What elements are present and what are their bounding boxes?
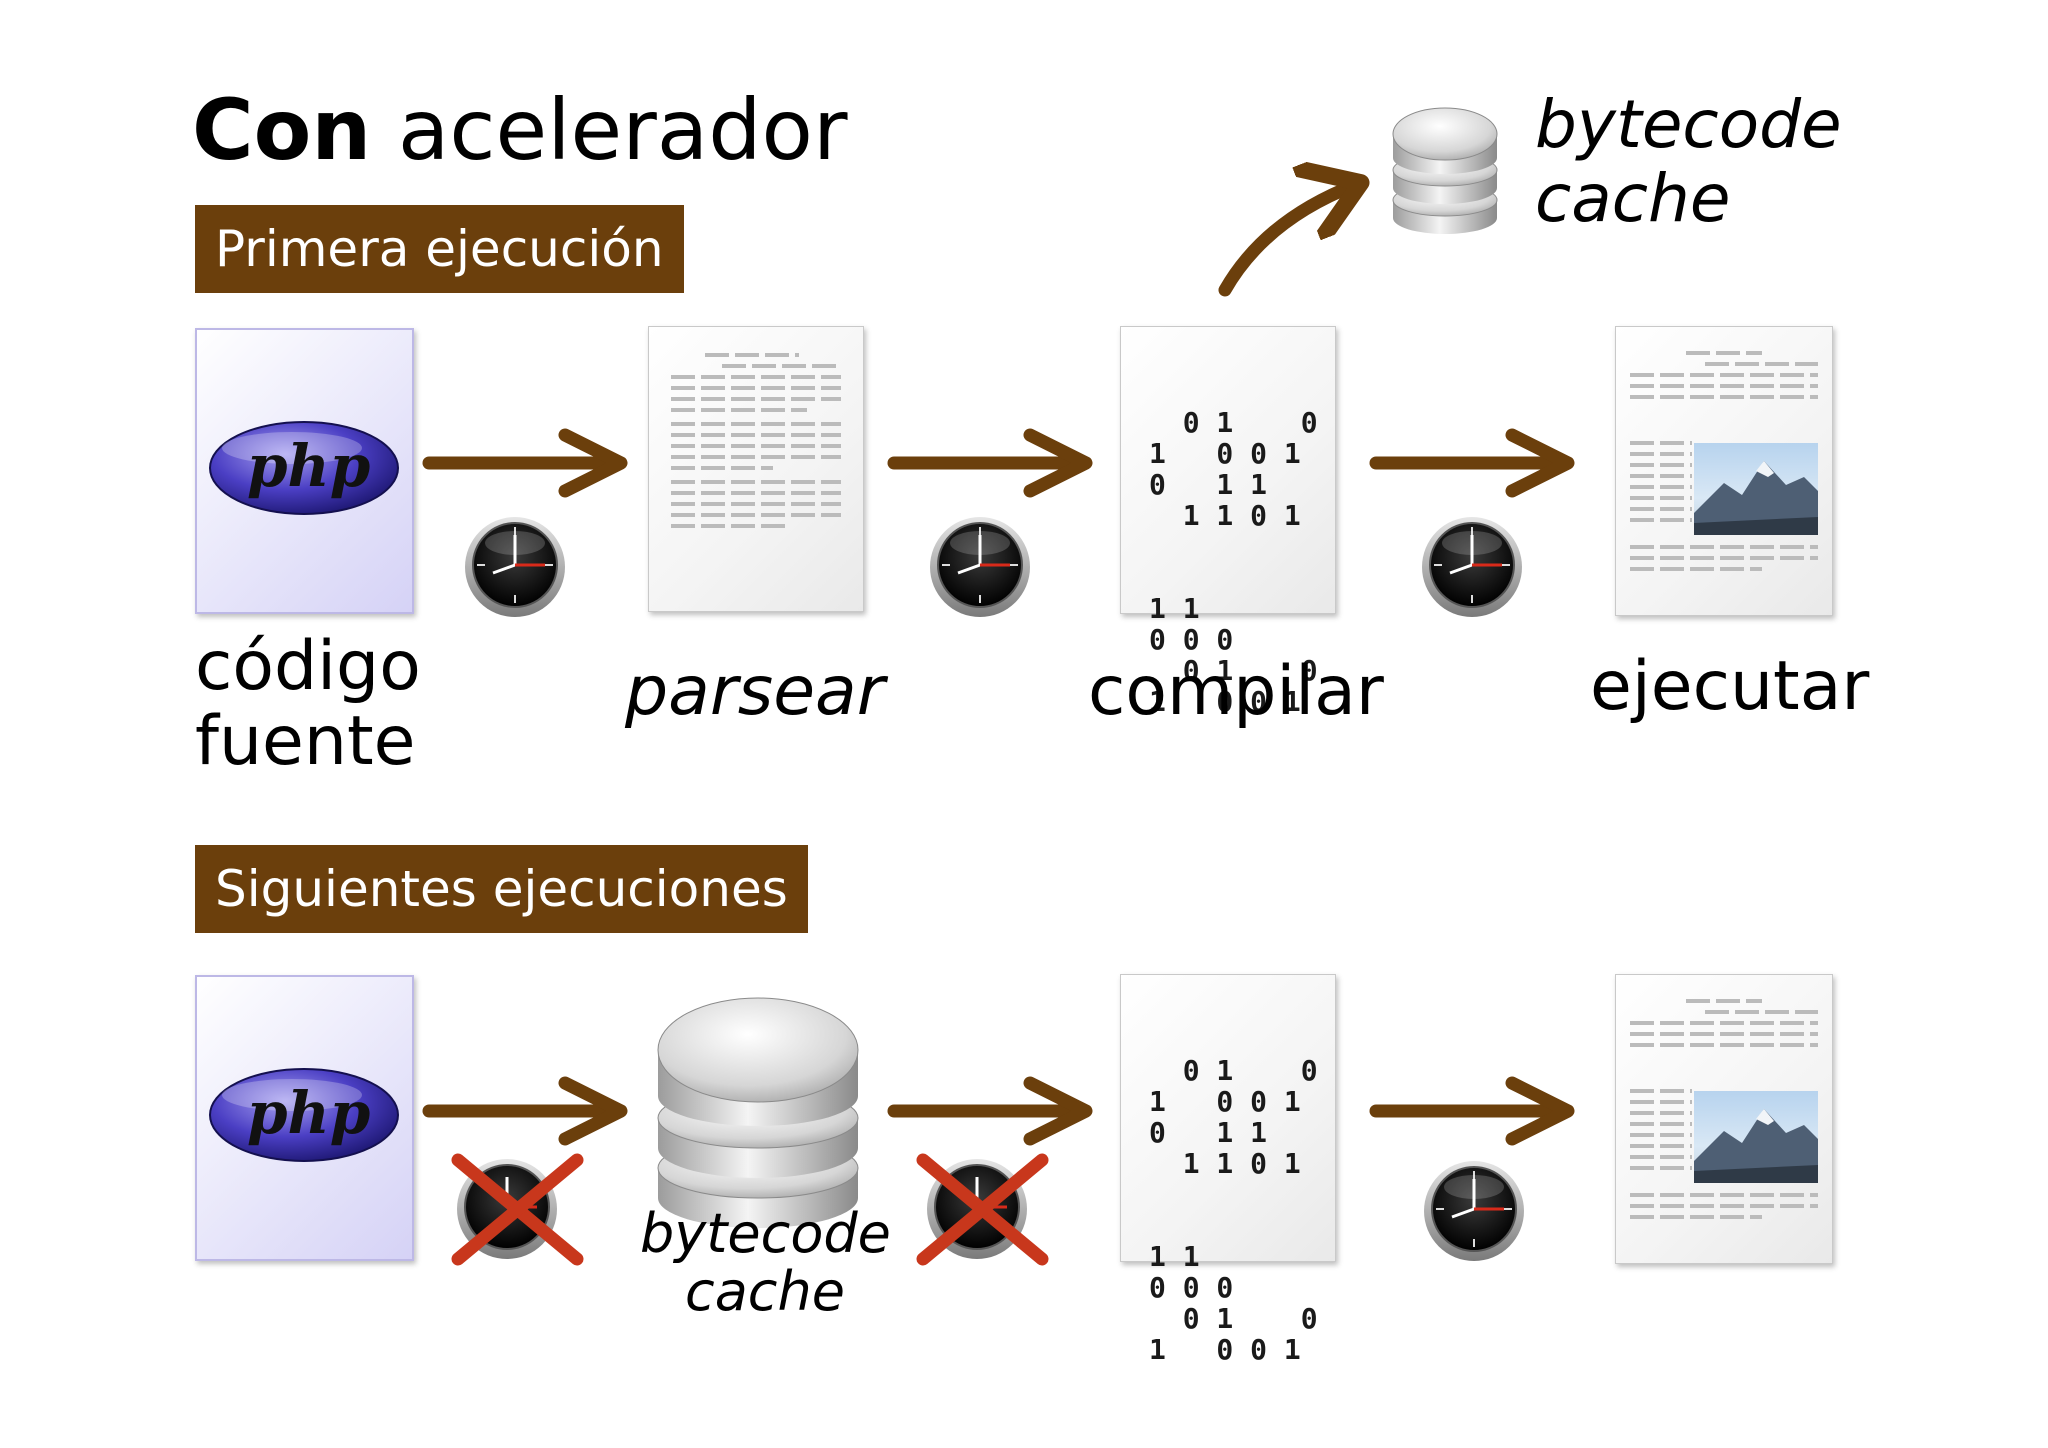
text-document-icon xyxy=(648,326,864,612)
arrow-2 xyxy=(887,428,1093,498)
document-with-image-icon xyxy=(1615,974,1833,1264)
red-cross-icon xyxy=(916,1153,1049,1266)
php-logo-text: php xyxy=(247,432,371,500)
source-code-label: código fuente xyxy=(195,627,421,781)
arrow-4 xyxy=(422,1076,628,1146)
arrow-5 xyxy=(887,1076,1093,1146)
compile-label: compilar xyxy=(1088,652,1384,731)
database-icon xyxy=(650,990,866,1240)
php-file-icon: php xyxy=(195,975,414,1261)
mountain-photo xyxy=(1694,443,1818,535)
arrow-1 xyxy=(422,428,628,498)
document-with-image-icon xyxy=(1615,326,1833,616)
bytecode-cache-label-top: bytecode cache xyxy=(1535,86,1842,237)
bytecode-cache-label-bottom: bytecode cache xyxy=(640,1202,891,1323)
php-logo-text: php xyxy=(247,1079,371,1147)
execute-label: ejecutar xyxy=(1590,647,1870,726)
red-cross-icon xyxy=(451,1153,584,1266)
database-icon xyxy=(1385,100,1505,240)
php-file-icon: php xyxy=(195,328,414,614)
page-title: Con acelerador xyxy=(192,81,848,179)
section-first-execution: Primera ejecución xyxy=(195,205,684,293)
mountain-photo xyxy=(1694,1091,1818,1183)
section-next-executions: Siguientes ejecuciones xyxy=(195,845,808,933)
arrow-to-cache xyxy=(1218,165,1380,297)
parse-label: parsear xyxy=(625,652,885,731)
arrow-6 xyxy=(1369,1076,1575,1146)
arrow-3 xyxy=(1369,428,1575,498)
